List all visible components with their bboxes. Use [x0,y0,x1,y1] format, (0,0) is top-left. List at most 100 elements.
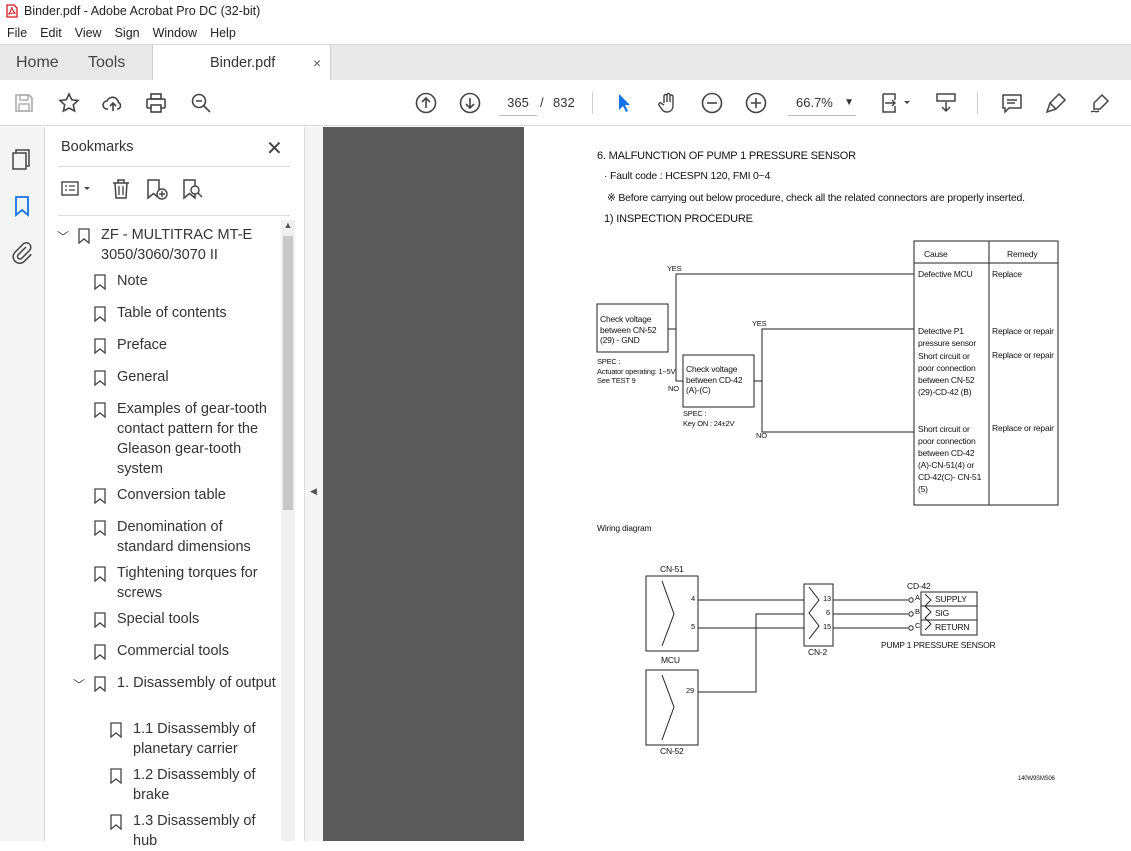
zoom-level-select[interactable]: 66.7% ▼ [788,90,856,116]
bookmark-label: 1.2 Disassembly of brake [133,767,256,803]
close-icon[interactable]: ✕ [266,138,283,160]
bookmark-icon [94,566,106,582]
bookmark-label: General [117,369,169,385]
pin-label: 4 [691,594,695,603]
tab-close-icon[interactable]: × [313,55,322,71]
bookmark-icon [94,306,106,322]
page-number-input[interactable]: 365 [499,90,537,116]
scroll-up-icon[interactable]: ▲ [283,220,293,230]
bookmarks-panel: Bookmarks ✕ ﹀ ZF - MULTITRAC MT-E 3050/3… [45,127,304,849]
zoom-out-icon[interactable] [699,90,725,116]
fit-page-icon[interactable] [877,90,913,116]
pin-label: B [915,607,920,616]
menu-help[interactable]: Help [210,26,236,40]
text-line: pressure sensor [918,337,976,348]
highlight-pen-icon[interactable] [1043,90,1069,116]
menu-sign[interactable]: Sign [114,26,140,40]
tab-tools[interactable]: Tools [88,54,126,71]
bookmark-label: Commercial tools [117,643,229,659]
bookmark-icon [94,402,106,418]
remedy-3: Replace or repair [992,350,1054,360]
text-line: (29)-CD-42 (B) [918,387,972,397]
text-line: See TEST 9 [597,376,636,385]
text-line: Short circuit or [918,351,970,361]
pin-label: 29 [686,686,694,695]
spec-1: SPEC : Actuator operating: 1~5V See TEST… [597,357,676,386]
text-line: (A)-CN-51(4) or [918,460,975,470]
text-line: poor connection [918,363,976,373]
page-total: 832 [553,95,575,110]
text-line: (29) - GND [600,335,640,345]
bookmark-label: Denomination of standard dimensions [117,519,251,555]
text-line: Check voltage [686,364,738,374]
text-line: CD-42(C)- CN-51 [918,472,982,482]
bookmark-icon [110,768,122,784]
bookmark-icon [94,612,106,628]
bookmark-icon [110,814,122,830]
options-menu-icon[interactable] [58,177,94,201]
scroll-mode-icon[interactable] [933,90,959,116]
cn2-label: CN-2 [808,647,828,657]
bookmark-panel-icon[interactable] [10,194,34,218]
menu-view[interactable]: View [74,26,102,40]
yes-label: YES [667,264,682,273]
title-bar: Binder.pdf - Adobe Acrobat Pro DC (32-bi… [0,0,1131,22]
fault-code: · Fault code : HCESPN 120, FMI 0~4 [604,170,771,182]
sign-icon[interactable] [1087,90,1113,116]
cloud-upload-icon[interactable] [100,90,126,116]
tab-home[interactable]: Home [16,54,59,71]
tab-document[interactable]: Binder.pdf × [152,45,331,81]
print-icon[interactable] [143,90,169,116]
cd42-label: CD-42 [907,581,931,591]
bookmark-label: ZF - MULTITRAC MT-E 3050/3060/3070 II [101,227,253,263]
hand-tool-icon[interactable] [655,90,681,116]
section-heading: 6. MALFUNCTION OF PUMP 1 PRESSURE SENSOR [597,150,856,162]
text-line: (5) [918,484,928,494]
text-line: SPEC : [597,357,621,366]
scrollbar-thumb[interactable] [283,236,293,510]
no-label: NO [756,431,767,440]
new-bookmark-icon[interactable] [144,177,170,201]
chevron-down-icon[interactable]: ﹀ [73,678,86,692]
text-line: Check voltage [600,314,652,324]
chevron-down-icon[interactable]: ﹀ [57,230,70,244]
zoom-search-icon[interactable] [188,90,214,116]
bookmarks-scrollbar[interactable]: ▲ [281,220,295,841]
attachment-icon[interactable] [10,240,34,264]
page-thumbnails-icon[interactable] [10,147,34,171]
tab-bar: Home Tools Binder.pdf × [0,44,1131,81]
bookmark-label: 1.3 Disassembly of hub [133,813,256,849]
menu-edit[interactable]: Edit [40,26,62,40]
star-icon[interactable] [56,90,82,116]
comment-icon[interactable] [999,90,1025,116]
bookmark-icon [94,676,106,692]
menu-window[interactable]: Window [152,26,198,40]
inspection-flowchart [596,240,1059,506]
cause-3: Short circuit or poor connection between… [918,350,976,398]
bookmark-icon [78,228,90,244]
cause-4: Short circuit or poor connection between… [918,423,981,495]
save-icon[interactable] [11,90,37,116]
find-bookmark-icon[interactable] [180,177,204,201]
select-cursor-icon[interactable] [611,90,637,116]
delete-icon[interactable] [109,177,133,201]
chevron-left-icon: ◀ [310,486,317,496]
previous-page-icon[interactable] [413,90,439,116]
bookmark-label: Special tools [117,611,200,627]
bookmark-label: Note [117,273,148,289]
tab-document-label: Binder.pdf [210,55,276,71]
bookmark-label: Table of contents [117,305,227,321]
wiring-diagram-heading: Wiring diagram [597,523,652,533]
menu-file[interactable]: File [7,26,28,40]
panel-collapse-handle[interactable]: ◀ [304,127,323,841]
chevron-down-icon: ▼ [844,97,854,108]
next-page-icon[interactable] [457,90,483,116]
cn52-label: CN-52 [660,746,684,756]
zoom-in-icon[interactable] [743,90,769,116]
bookmark-label: 1. Disassembly of output [117,675,276,691]
pdf-page: 6. MALFUNCTION OF PUMP 1 PRESSURE SENSOR… [524,127,1131,841]
signal-label: SUPPLY [935,594,967,604]
text-line: between CD-42 [918,448,975,458]
divider [58,215,290,216]
text-line: between CD-42 [686,374,743,385]
